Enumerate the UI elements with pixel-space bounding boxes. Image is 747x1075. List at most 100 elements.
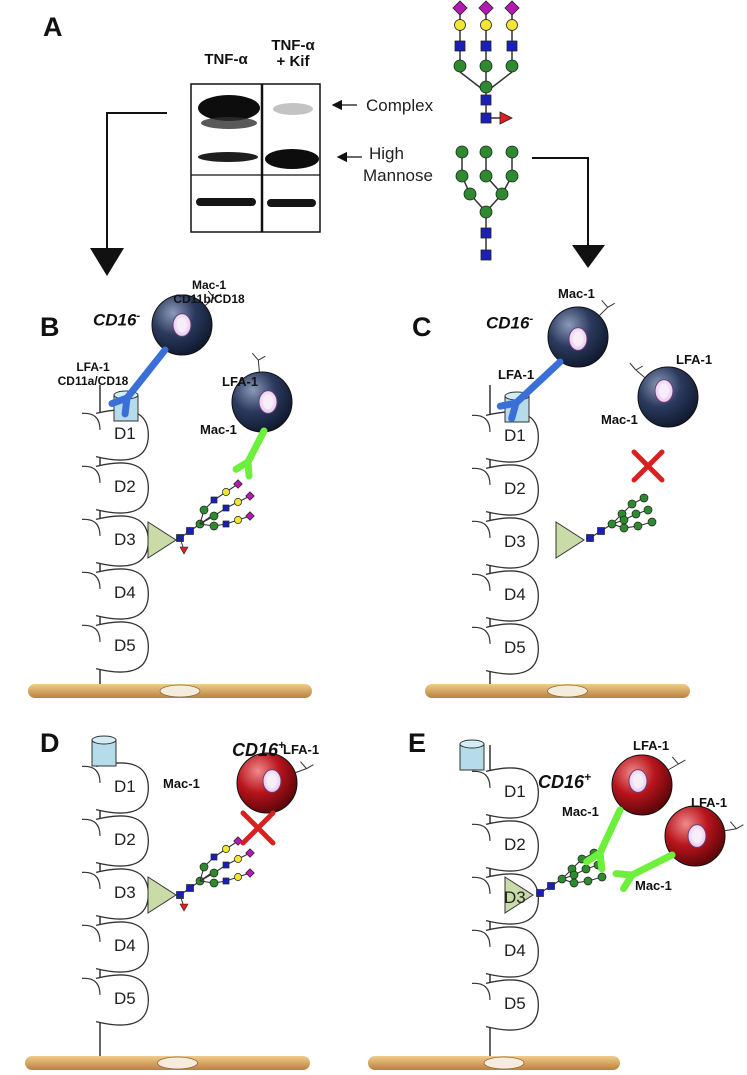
d-label-d1: D1 xyxy=(114,777,136,796)
e-cd16-sup: + xyxy=(584,770,592,784)
panel-label-e: E xyxy=(408,728,427,758)
c-mac1-label: Mac-1 xyxy=(558,286,595,301)
b-mac1-cell2-label: Mac-1 xyxy=(200,422,237,437)
e-cd16-pos-label: CD16+ xyxy=(538,770,591,793)
complex-glycan-icon xyxy=(452,0,520,125)
e-endothelium xyxy=(368,1056,620,1070)
c-lfa1-cell2-label: LFA-1 xyxy=(676,352,713,367)
e-monocyte-cd16pos-2 xyxy=(664,805,744,867)
d-domain-d4 xyxy=(95,921,149,973)
d-domain-d5 xyxy=(95,974,149,1026)
e-monocyte-cd16pos-1 xyxy=(611,754,686,816)
panel-label-d: D xyxy=(40,728,60,758)
e-domain-d5 xyxy=(485,979,539,1031)
b-cd16-text: CD16 xyxy=(93,310,137,330)
d-lfa1-label: LFA-1 xyxy=(283,742,320,757)
c-domain-d4 xyxy=(485,570,539,622)
flow-arrow-left xyxy=(90,112,167,276)
c-mac1-cell2-label: Mac-1 xyxy=(601,412,638,427)
d-endothelium xyxy=(25,1056,310,1070)
d-label-d5: D5 xyxy=(114,989,136,1008)
c-lfa1-label: LFA-1 xyxy=(498,367,535,382)
d-cd16-sup: + xyxy=(278,738,286,752)
e-mac1-receptor-2 xyxy=(612,851,676,893)
b-domain-d2 xyxy=(95,462,149,514)
b-glycan-stub xyxy=(147,521,177,559)
b-mac1-label: Mac-1 CD11b/CD18 xyxy=(164,278,254,306)
b-lfa1-cell2-label: LFA-1 xyxy=(222,374,259,389)
d-monocyte-cd16pos xyxy=(236,752,314,814)
c-cd16-neg-label: CD16- xyxy=(486,313,533,334)
b-endothelium xyxy=(28,684,312,698)
complex-label: Complex xyxy=(366,96,434,115)
c-cd16-text: CD16 xyxy=(486,313,530,333)
e-label-d2: D2 xyxy=(504,835,526,854)
panel-label-b: B xyxy=(40,312,60,342)
e-mac1-label: Mac-1 xyxy=(562,804,599,819)
blot-lane2-label: TNF-α + Kif xyxy=(265,38,321,70)
panel-label-a: A xyxy=(43,12,63,42)
band-lane1-complex xyxy=(198,95,260,121)
c-lfa1-receptor xyxy=(496,358,564,422)
b-cd11b-name: CD11b/CD18 xyxy=(173,292,245,306)
c-label-d5: D5 xyxy=(504,638,526,657)
b-label-d4: D4 xyxy=(114,583,136,602)
e-domain-d4 xyxy=(485,926,539,978)
e-glycan-stub xyxy=(504,876,534,914)
b-icam1 xyxy=(81,385,149,690)
e-lfa1-label: LFA-1 xyxy=(633,738,670,753)
b-lfa1-receptor xyxy=(108,346,169,418)
d-glycan-stub xyxy=(147,876,177,914)
c-glycan-stub xyxy=(555,521,585,559)
e-mac1-cell2-label: Mac-1 xyxy=(635,878,672,893)
band-lane2-complex xyxy=(273,103,313,115)
d-domain-d1 xyxy=(95,762,149,814)
band-lane1-loading xyxy=(196,198,256,206)
e-label-d5: D5 xyxy=(504,994,526,1013)
d-label-d2: D2 xyxy=(114,830,136,849)
blot-lane1-label: TNF-α xyxy=(204,51,248,68)
band-lane2-high-mannose xyxy=(265,149,319,169)
b-mac1-receptor xyxy=(232,427,268,480)
western-blot xyxy=(190,83,321,233)
c-monocyte-2 xyxy=(629,362,699,428)
e-cd16-text: CD16 xyxy=(538,772,585,792)
high-mannose-label: High Mannose xyxy=(363,143,433,187)
d-blocked-x xyxy=(240,810,276,846)
b-label-d2: D2 xyxy=(114,477,136,496)
b-lfa1-name: LFA-1 xyxy=(76,360,110,374)
e-label-d1: D1 xyxy=(504,782,526,801)
b-label-d3: D3 xyxy=(114,530,136,549)
c-cd16-sup: - xyxy=(529,313,534,325)
c-monocyte-cd16neg xyxy=(547,299,615,368)
b-cd16-sup: - xyxy=(136,310,141,322)
e-label-d4: D4 xyxy=(504,941,526,960)
b-cd16-neg-label: CD16- xyxy=(93,310,140,331)
b-complex-glycan xyxy=(176,479,255,555)
high-mannose-line1: High xyxy=(369,144,404,163)
c-icam1 xyxy=(471,385,539,690)
c-label-d1: D1 xyxy=(504,426,526,445)
d-lfa1-cup xyxy=(91,735,117,767)
blot-lane2-line1: TNF-α xyxy=(271,37,315,54)
e-domain-d1 xyxy=(485,767,539,819)
e-lfa1-cup xyxy=(459,739,485,771)
e-label-d3: D3 xyxy=(504,888,526,907)
b-cd11a-name: CD11a/CD18 xyxy=(57,374,129,388)
c-mannose-glycan xyxy=(586,493,657,542)
c-label-d4: D4 xyxy=(504,585,526,604)
high-mannose-line2: Mannose xyxy=(363,166,433,185)
c-label-d3: D3 xyxy=(504,532,526,551)
blot-lane2-line2: + Kif xyxy=(276,53,310,70)
b-mac1-name: Mac-1 xyxy=(191,278,226,292)
d-complex-glycan xyxy=(176,836,255,912)
c-blocked-x xyxy=(631,449,665,483)
band-lane2-loading xyxy=(267,199,316,207)
band-lane1-high-mannose xyxy=(198,152,258,162)
d-mac1-label: Mac-1 xyxy=(163,776,200,791)
d-cd16-pos-label: CD16+ xyxy=(232,738,285,761)
c-endothelium xyxy=(425,684,690,698)
d-cd16-text: CD16 xyxy=(232,740,279,760)
b-monocyte-2 xyxy=(231,352,293,433)
